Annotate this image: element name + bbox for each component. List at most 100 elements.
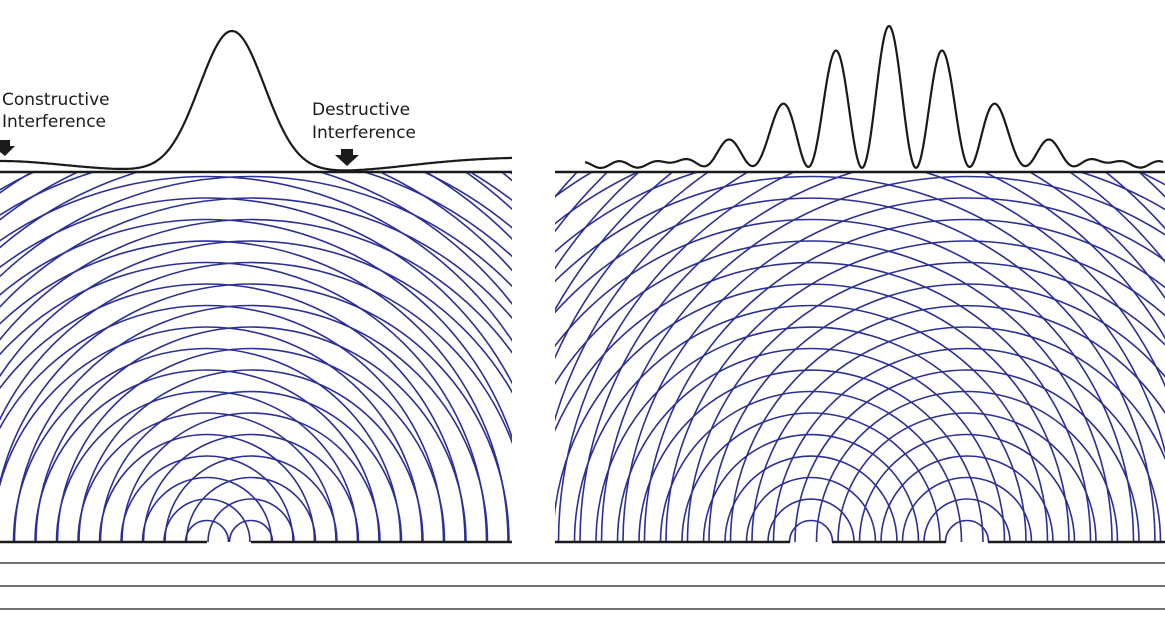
right-source-2-wavefront [923,498,1011,542]
left-source-2-wavefront [0,197,512,320]
right-source-2-wavefront [579,172,1165,542]
left-source-1-wavefront [0,175,512,343]
right-source-2-wavefront [815,390,1119,542]
left-source-2-wavefront [0,218,512,355]
left-source-2-wavefront [207,498,295,542]
right-source-1-wavefront [638,369,984,542]
right-source-2-wavefront [365,0,1165,542]
right-source-2-wavefront [708,283,1165,542]
left-source-2-wavefront [0,175,512,288]
right-source-1-wavefront [555,240,1113,542]
left-source-1-wavefront [0,304,445,542]
left-source-2-wavefront [185,476,317,542]
left-source-2-wavefront [0,240,512,394]
left-source-2-wavefront [56,347,446,542]
left-source-2-wavefront [0,0,961,542]
destructive-label-line1: Destructive [312,100,410,120]
right-source-2-wavefront [794,369,1140,542]
left-source-1-wavefront [0,0,895,542]
left-source-1-wavefront [0,283,466,542]
left-source-2-wavefront [228,519,274,542]
right-source-2-wavefront [387,0,1165,542]
right-wavefronts [166,0,1165,542]
right-source-1-wavefront [595,326,1027,542]
left-source-2-wavefront [0,261,512,445]
right-source-2-wavefront [555,172,750,422]
right-source-2-wavefront [555,172,710,360]
left-panel: Constructive Interference Destructive In… [0,0,961,544]
left-source-1-wavefront [77,412,337,542]
left-source-2-wavefront [35,326,467,542]
constructive-label-line1: Constructive [2,90,110,110]
right-source-2-wavefront [858,433,1076,542]
right-source-1-wavefront [767,498,855,542]
right-source-1-wavefront [555,261,1092,542]
destructive-arrow-icon [335,149,359,166]
right-source-2-wavefront [555,172,641,271]
left-source-1-wavefront [34,369,380,542]
left-source-1-wavefront [55,390,359,542]
right-source-2-wavefront [772,347,1162,542]
left-source-1-wavefront [12,347,402,542]
left-source-2-wavefront [0,4,789,542]
right-source-1-wavefront [1137,172,1165,198]
constructive-label-line2: Interference [2,112,106,132]
constructive-arrow-icon [0,140,15,156]
right-source-1-wavefront [1104,172,1165,230]
left-source-1-wavefront [120,455,294,542]
right-source-1-wavefront [659,390,963,542]
right-source-2-wavefront [557,172,1165,542]
left-source-2-wavefront [142,433,360,542]
right-source-1-wavefront [555,172,1165,388]
right-source-2-wavefront [686,261,1165,542]
right-panel [166,0,1165,544]
left-source-1-wavefront [141,476,273,542]
left-source-1-wavefront [0,218,512,440]
right-source-2-wavefront [751,326,1165,542]
left-source-2-wavefront [164,455,338,542]
right-source-2-wavefront [600,175,1165,542]
right-source-2-wavefront [555,172,579,199]
left-source-1-wavefront [0,261,488,542]
left-source-2-wavefront [0,172,512,202]
right-source-2-wavefront [901,476,1033,542]
right-source-1-wavefront [166,0,1165,542]
left-source-1-wavefront [0,197,512,385]
right-source-2-wavefront [880,455,1054,542]
right-source-1-wavefront [702,433,920,542]
right-source-1-wavefront [788,519,834,542]
left-source-2-wavefront [0,0,896,542]
right-source-1-wavefront [555,172,1165,300]
left-source-1-wavefront [98,433,316,542]
right-source-2-wavefront [408,0,1165,542]
right-source-1-wavefront [231,0,1165,542]
left-source-2-wavefront [0,48,746,542]
left-intensity-profile [0,29,513,172]
left-source-1-wavefront [0,240,509,542]
left-source-1-wavefront [464,172,512,211]
right-source-1-wavefront [555,175,1165,455]
right-source-1-wavefront [573,304,1049,542]
right-source-2-wavefront [622,197,1165,542]
left-source-2-wavefront [99,390,403,542]
left-source-1-wavefront [184,519,230,542]
destructive-label-line2: Interference [312,123,416,143]
right-source-2-wavefront [729,304,1165,542]
right-source-1-wavefront [616,347,1006,542]
right-source-2-wavefront [837,412,1097,542]
right-source-1-wavefront [252,0,1165,542]
left-source-2-wavefront [13,304,489,542]
right-source-2-wavefront [944,519,990,542]
right-source-1-wavefront [745,476,877,542]
right-source-2-wavefront [236,0,1165,542]
right-source-2-wavefront [665,240,1165,542]
right-source-2-wavefront [643,218,1165,542]
right-source-1-wavefront [555,218,1135,542]
right-intensity-profile [584,24,1164,169]
left-source-1-wavefront [163,498,251,542]
left-source-2-wavefront [78,369,424,542]
right-source-1-wavefront [681,412,941,542]
left-source-2-wavefront [0,283,510,542]
left-wavefronts [0,0,961,542]
